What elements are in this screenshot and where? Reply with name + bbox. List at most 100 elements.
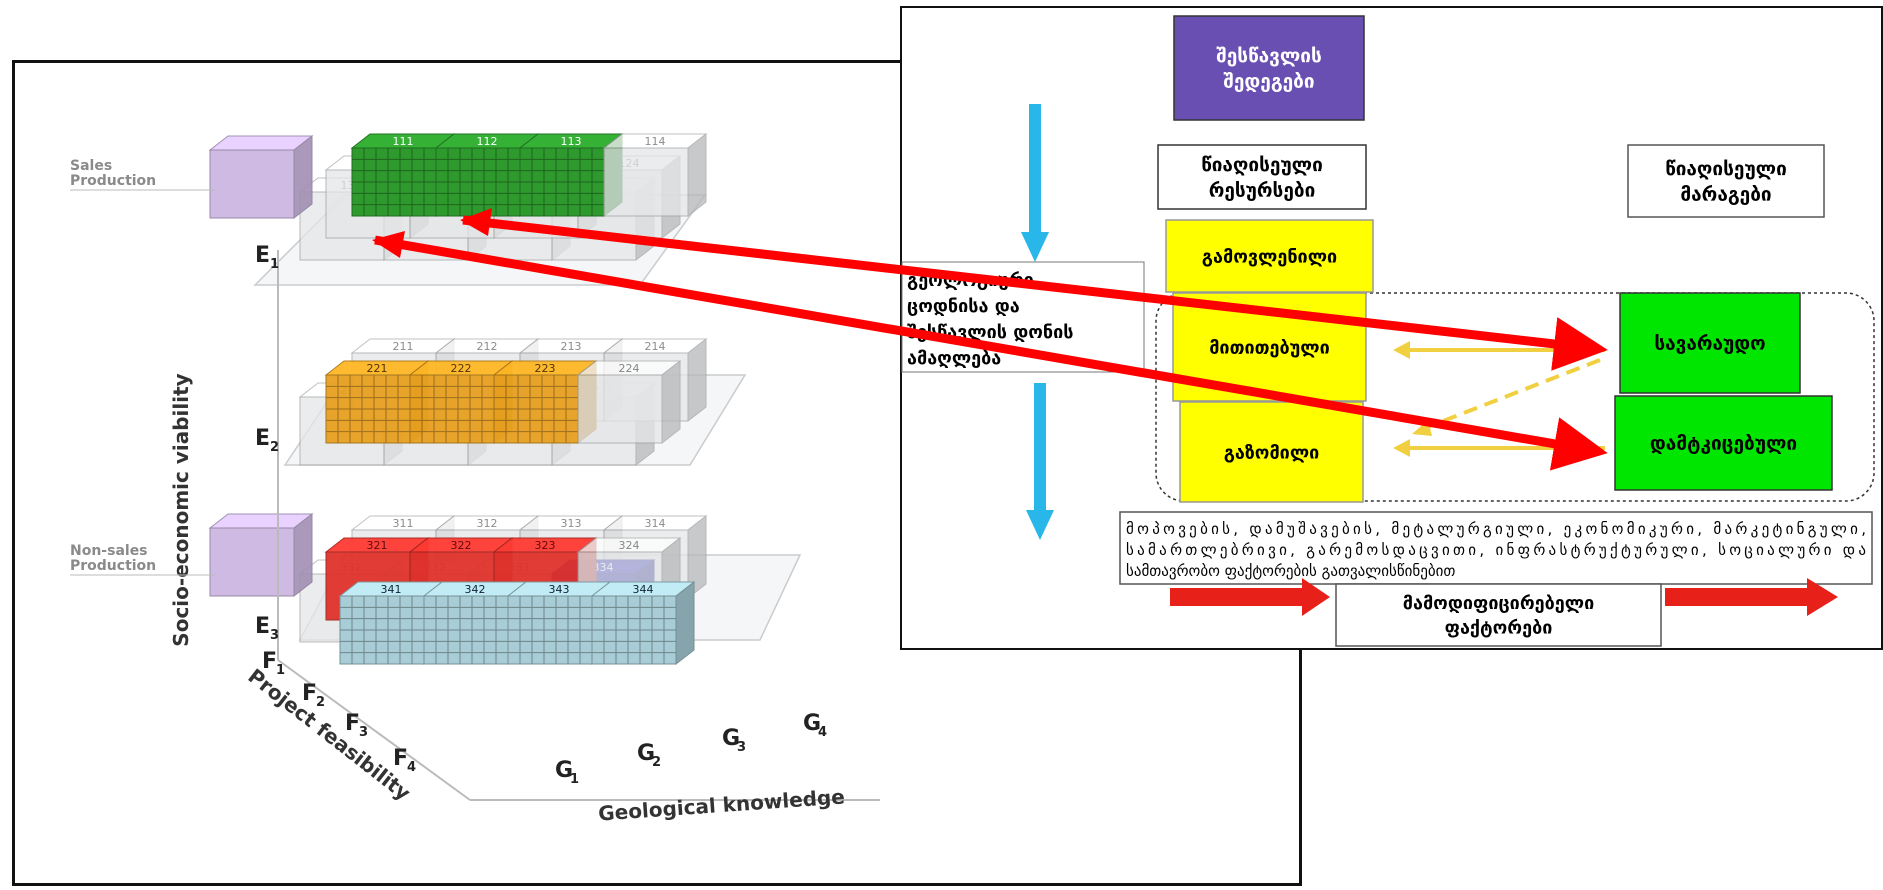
f-level-label: F bbox=[262, 649, 277, 674]
cube-code: 221 bbox=[367, 362, 388, 375]
arrow-start-head bbox=[372, 231, 405, 258]
cube-front bbox=[603, 147, 689, 217]
f-level-subscript: 2 bbox=[316, 695, 325, 710]
classification-cube: 224 bbox=[576, 359, 682, 445]
e-level-label: E bbox=[255, 426, 270, 451]
measured-box-box bbox=[1179, 401, 1364, 503]
inferred-box-text: გამოვლენილი bbox=[1202, 246, 1337, 267]
measured-box: გაზომილი bbox=[1179, 401, 1364, 503]
cube-front bbox=[209, 527, 295, 597]
side-label: Sales bbox=[70, 158, 112, 174]
f-level-subscript: 4 bbox=[407, 760, 416, 775]
inferred-box: გამოვლენილი bbox=[1165, 219, 1374, 293]
red-arrow-head bbox=[1807, 578, 1838, 616]
cube-code: 342 bbox=[465, 583, 486, 596]
arrow-head bbox=[1021, 232, 1049, 262]
f-level-subscript: 1 bbox=[276, 663, 285, 678]
proven-box-box bbox=[1614, 395, 1833, 491]
dashed-region bbox=[1155, 292, 1875, 502]
yellow-arrow-head bbox=[1393, 439, 1410, 457]
resources-header-box bbox=[1157, 144, 1367, 210]
knowledge-text: ცოდნისა და bbox=[907, 296, 1020, 317]
g-level-subscript: 1 bbox=[570, 772, 579, 787]
learning-outcomes-text: შესწავლის bbox=[1216, 45, 1322, 67]
factors-text: სამართლებრივი, გარემოსდაცვითი, ინფრასტრუ… bbox=[1126, 541, 1866, 559]
classification-cube: 114 bbox=[602, 132, 708, 218]
arrow-to-probable bbox=[462, 215, 1608, 371]
cube-code: 213 bbox=[561, 340, 582, 353]
probable-box-text: სავარაუდო bbox=[1654, 333, 1765, 355]
e-level-label: E bbox=[255, 243, 270, 268]
classification-cube bbox=[208, 512, 314, 598]
cube-code: 321 bbox=[367, 539, 388, 552]
cube-code: 111 bbox=[393, 135, 414, 148]
arrow-shaft bbox=[1029, 104, 1041, 234]
red-mapping-arrows bbox=[372, 208, 1608, 471]
cyan-arrow-top bbox=[1021, 104, 1049, 262]
f-level-label: F bbox=[393, 746, 408, 771]
cube-layer-e1: 131132133134121122123124111112113114 bbox=[253, 132, 708, 286]
side-label: Production bbox=[70, 558, 156, 574]
learning-outcomes-text: შედეგები bbox=[1223, 70, 1314, 92]
reserves-header-box bbox=[1627, 144, 1825, 218]
g-level-label: G bbox=[555, 758, 573, 783]
arrow-head bbox=[1026, 510, 1054, 540]
yellow-dashed-arrow bbox=[1419, 358, 1601, 432]
g-level-label: G bbox=[637, 741, 655, 766]
cube-code: 324 bbox=[619, 539, 640, 552]
side-label: Production bbox=[70, 173, 156, 189]
f-level-label: F bbox=[302, 681, 317, 706]
cube-code: 344 bbox=[633, 583, 654, 596]
cube-layer-e3: 3113123133143313323333343213223233243413… bbox=[298, 514, 802, 666]
cube-code: 312 bbox=[477, 517, 498, 530]
cube-code: 211 bbox=[393, 340, 414, 353]
resources-header-text: წიაღისეული bbox=[1201, 154, 1323, 176]
learning-outcomes-box bbox=[1173, 15, 1365, 121]
red-arrow-shaft bbox=[1170, 588, 1302, 606]
probable-box-box bbox=[1619, 292, 1801, 394]
cube-front bbox=[577, 374, 663, 444]
g-level-subscript: 4 bbox=[818, 725, 827, 740]
cube-code: 113 bbox=[561, 135, 582, 148]
modifying-factors-box bbox=[1335, 583, 1662, 647]
g-level-label: G bbox=[803, 711, 821, 736]
f-level-label: F bbox=[345, 711, 360, 736]
reserves-header: წიაღისეული მარაგები bbox=[1627, 144, 1825, 218]
cube-code: 212 bbox=[477, 340, 498, 353]
red-factor-arrows bbox=[1170, 578, 1838, 616]
reserves-header-text: მარაგები bbox=[1680, 183, 1771, 205]
reserves-header-text: წიაღისეული bbox=[1665, 158, 1787, 180]
cube-code: 114 bbox=[645, 135, 666, 148]
cube-code: 314 bbox=[645, 517, 666, 530]
cube-code: 322 bbox=[451, 539, 472, 552]
modifying-factors-text: მამოდიფიცირებელი bbox=[1403, 593, 1594, 614]
resources-header-text: რესურსები bbox=[1209, 179, 1316, 201]
modifying-factors: მამოდიფიცირებელი ფაქტორები bbox=[1335, 583, 1662, 647]
classification-cube bbox=[208, 134, 314, 220]
cube-code: 343 bbox=[549, 583, 570, 596]
knowledge-text: ამაღლება bbox=[907, 348, 1001, 369]
modifying-factors-text: ფაქტორები bbox=[1445, 617, 1553, 638]
arrow-shaft bbox=[1034, 383, 1046, 512]
factors-box-frame bbox=[1119, 511, 1873, 585]
cube-code: 112 bbox=[477, 135, 498, 148]
cube-code: 223 bbox=[535, 362, 556, 375]
classification-cube: 344 bbox=[590, 580, 696, 666]
cube-code: 341 bbox=[381, 583, 402, 596]
g-level-subscript: 2 bbox=[652, 755, 661, 770]
cube-code: 323 bbox=[535, 539, 556, 552]
proven-box: დამტკიცებული bbox=[1614, 395, 1833, 491]
factors-text: მოპოვების, დამუშავების, მეტალურგიული, ეკ… bbox=[1126, 520, 1866, 538]
arrow-to-proven bbox=[374, 235, 1608, 471]
cube-code: 224 bbox=[619, 362, 640, 375]
e-level-subscript: 3 bbox=[270, 628, 279, 643]
red-arrow-head bbox=[1302, 578, 1330, 616]
cube-code: 222 bbox=[451, 362, 472, 375]
cube-front bbox=[209, 149, 295, 219]
cube-layer-e2: 231232233234211212213214221222223224 bbox=[283, 337, 747, 467]
red-arrow-shaft bbox=[1665, 588, 1807, 606]
inferred-box-box bbox=[1165, 219, 1374, 293]
